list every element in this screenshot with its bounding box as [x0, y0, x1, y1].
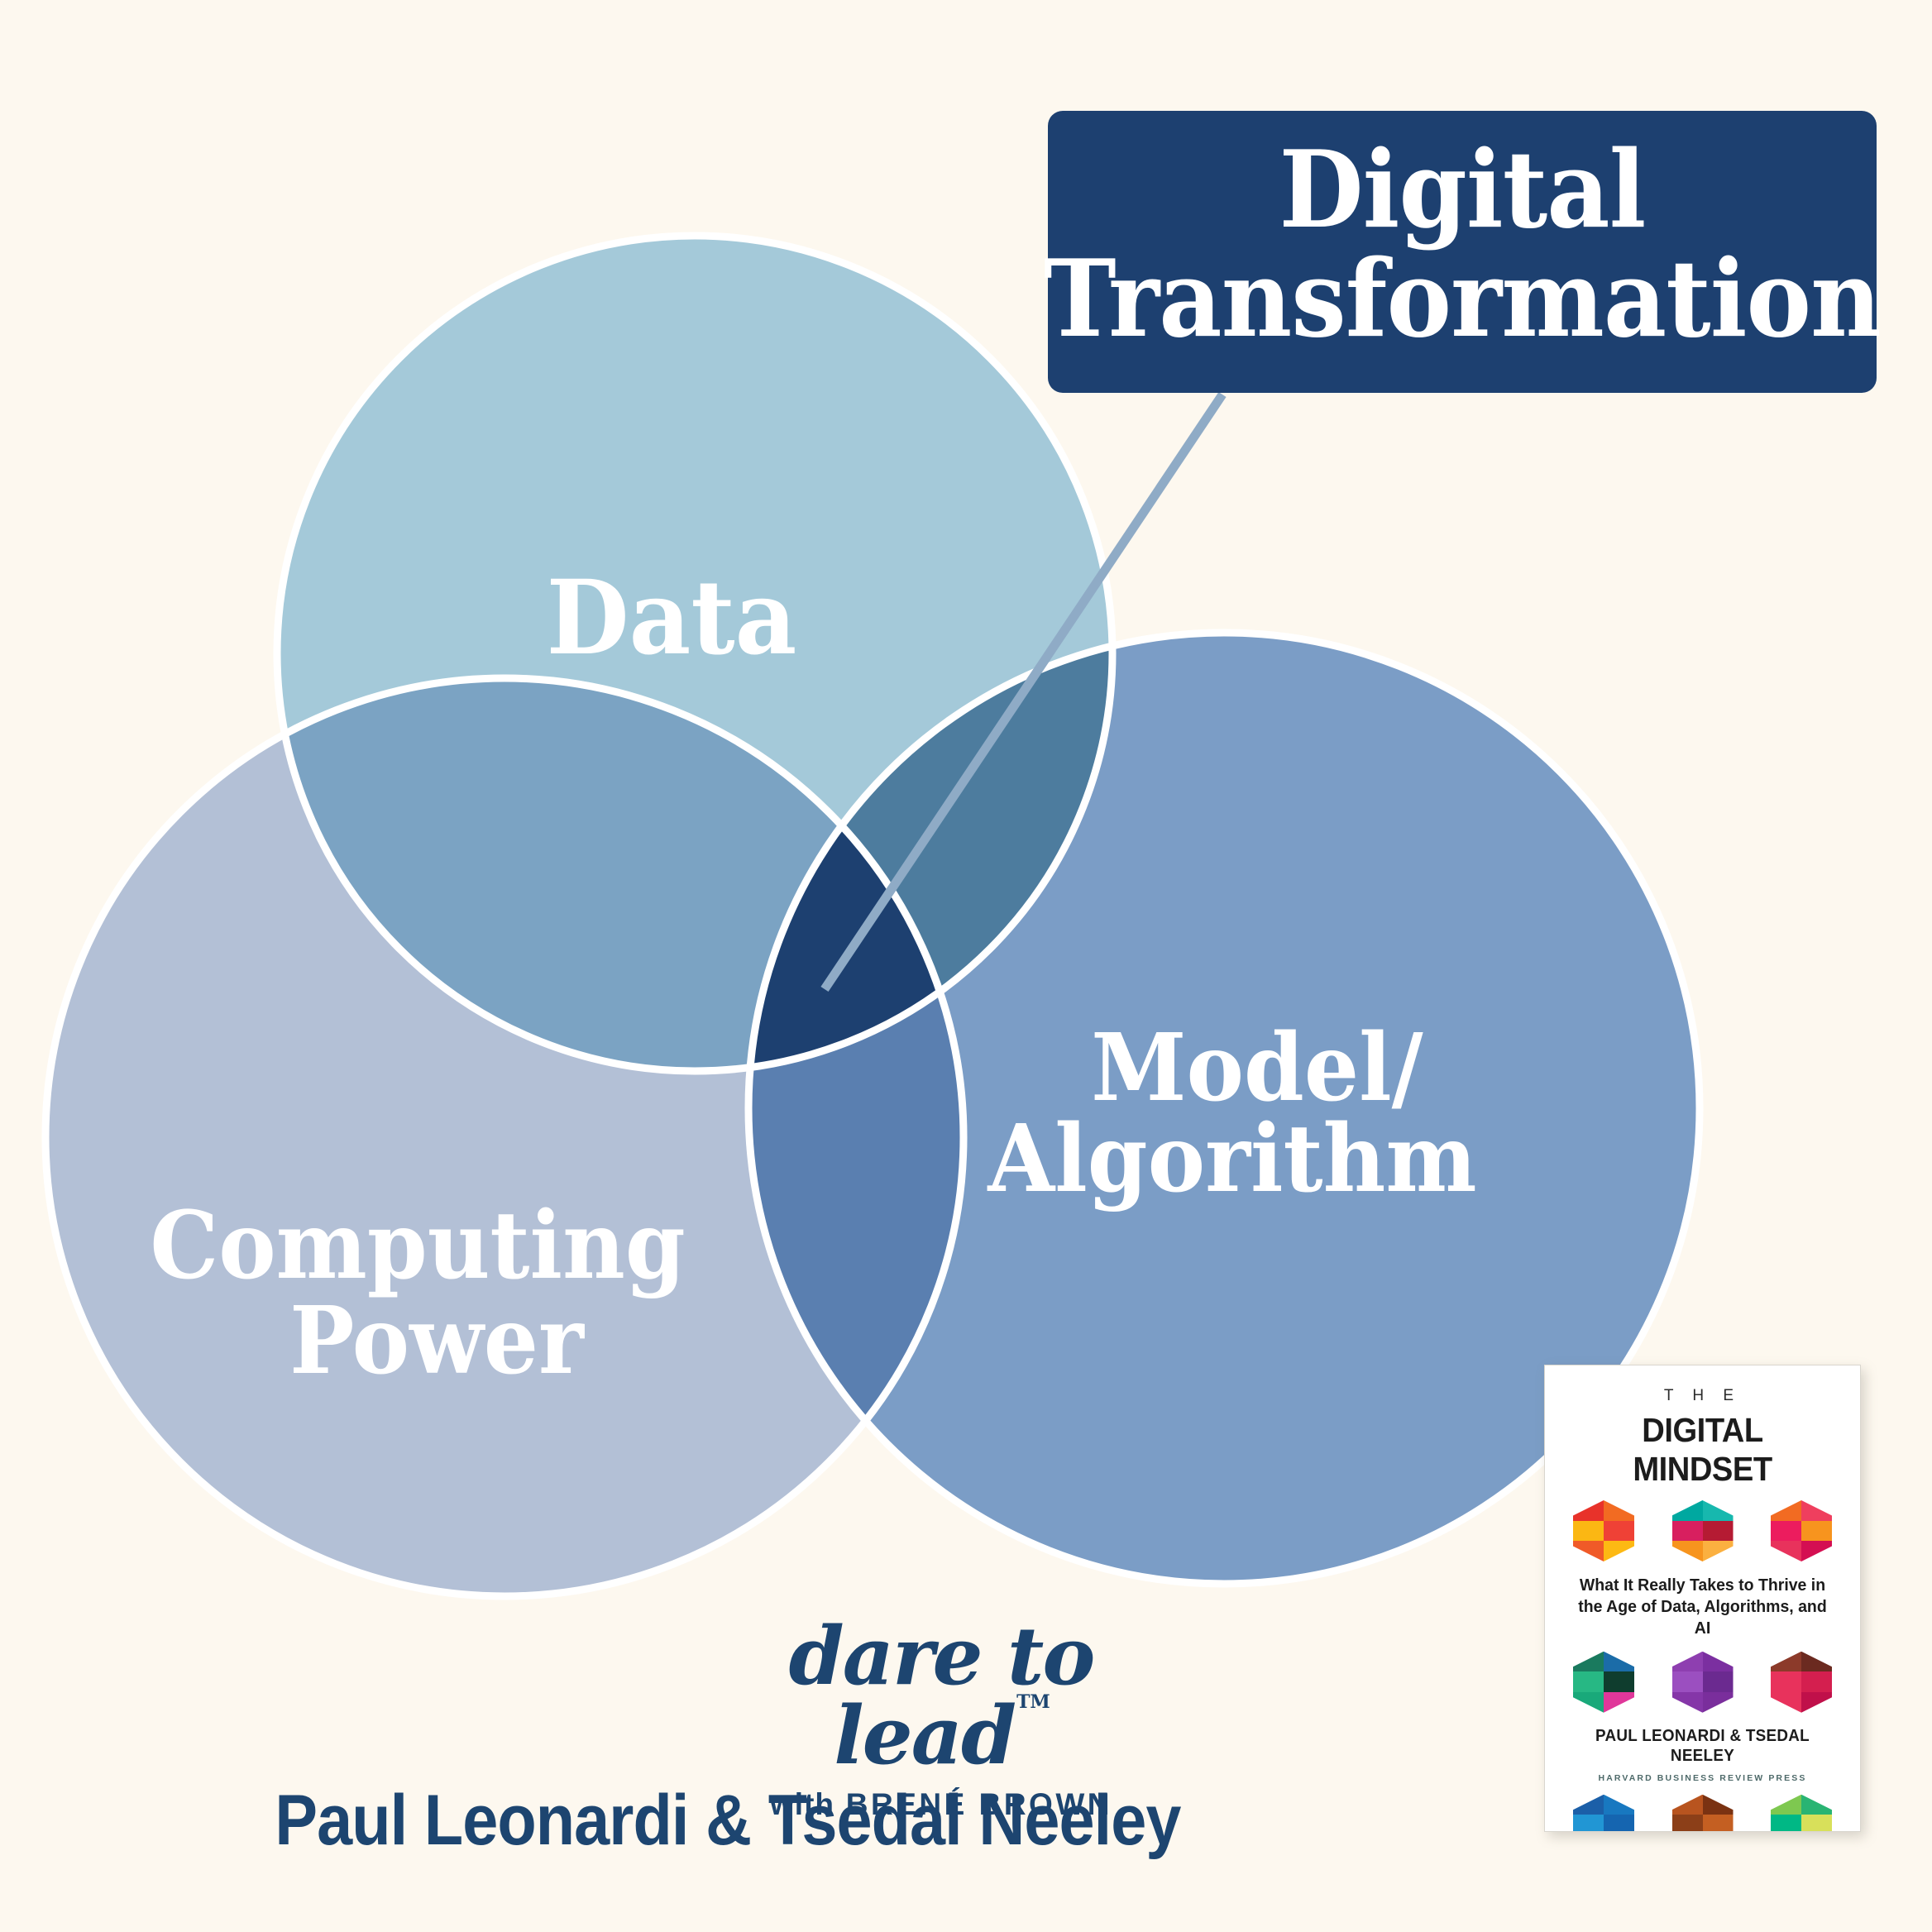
book-cover-authors: PAUL LEONARDI & TSEDAL NEELEY [1595, 1725, 1810, 1765]
hex-red-orange-icon [1573, 1500, 1634, 1561]
episode-guest-authors: Paul Leonardi & Tsedal Neeley [275, 1781, 1181, 1860]
venn-outline-computing-power [41, 674, 968, 1600]
hex-blue-icon [1573, 1794, 1634, 1831]
hex-teal-magenta-icon [1671, 1500, 1734, 1561]
trademark-symbol: TM [1016, 1691, 1050, 1713]
dare-to-lead-logo: dare to leadTM with BRENÉ BROWN [693, 1617, 1189, 1822]
hex-green-yellow-icon [1771, 1794, 1832, 1831]
dare-to-lead-wordmark: dare to leadTM [693, 1617, 1189, 1776]
hex-green-blue-icon [1573, 1651, 1634, 1713]
book-cover-the: T H E [1663, 1387, 1742, 1404]
venn-outline-model-algorithm [744, 629, 1704, 1588]
venn-label-model-algorithm-line1: Model/ [1091, 1012, 1423, 1122]
callout-leader-line [820, 391, 1227, 992]
book-cover-hex-row-2 [1561, 1651, 1844, 1713]
hex-purple-icon [1671, 1651, 1734, 1713]
venn-label-computing-power-line1: Computing [150, 1190, 685, 1300]
tagline-host-name: BRENÉ BROWN [845, 1787, 1112, 1821]
hex-red-brown-icon [1771, 1651, 1832, 1713]
intersection-data-model [748, 633, 1112, 1071]
book-cover-hex-row-3 [1561, 1794, 1844, 1831]
book-cover-hex-row-1 [1561, 1500, 1844, 1561]
venn-outline-data [273, 232, 1117, 1075]
book-cover-digital-mindset: T H E DIGITAL MINDSET What It Really Tak… [1544, 1365, 1861, 1832]
hex-orange-pink-icon [1771, 1500, 1832, 1561]
venn-label-computing-power-line2: Power [289, 1285, 586, 1395]
dare-to-lead-tagline: with BRENÉ BROWN [693, 1787, 1189, 1822]
dare-to-lead-wordmark-text: dare to lead [788, 1609, 1096, 1782]
hex-brown-orange-icon [1671, 1794, 1734, 1831]
venn-label-data: Data [547, 558, 797, 678]
book-cover-publisher: HARVARD BUSINESS REVIEW PRESS [1598, 1772, 1807, 1783]
book-cover-subtitle: What It Really Takes to Thrive in the Ag… [1578, 1576, 1827, 1638]
tagline-prefix: with [770, 1787, 835, 1821]
callout-line: Transformation [1044, 237, 1882, 361]
intersection-data-computing [277, 678, 964, 1071]
book-cover-title: DIGITAL MINDSET [1633, 1411, 1772, 1488]
venn-label-model-algorithm-line2: Algorithm [987, 1103, 1476, 1213]
callout-line: Digital [1279, 127, 1647, 252]
